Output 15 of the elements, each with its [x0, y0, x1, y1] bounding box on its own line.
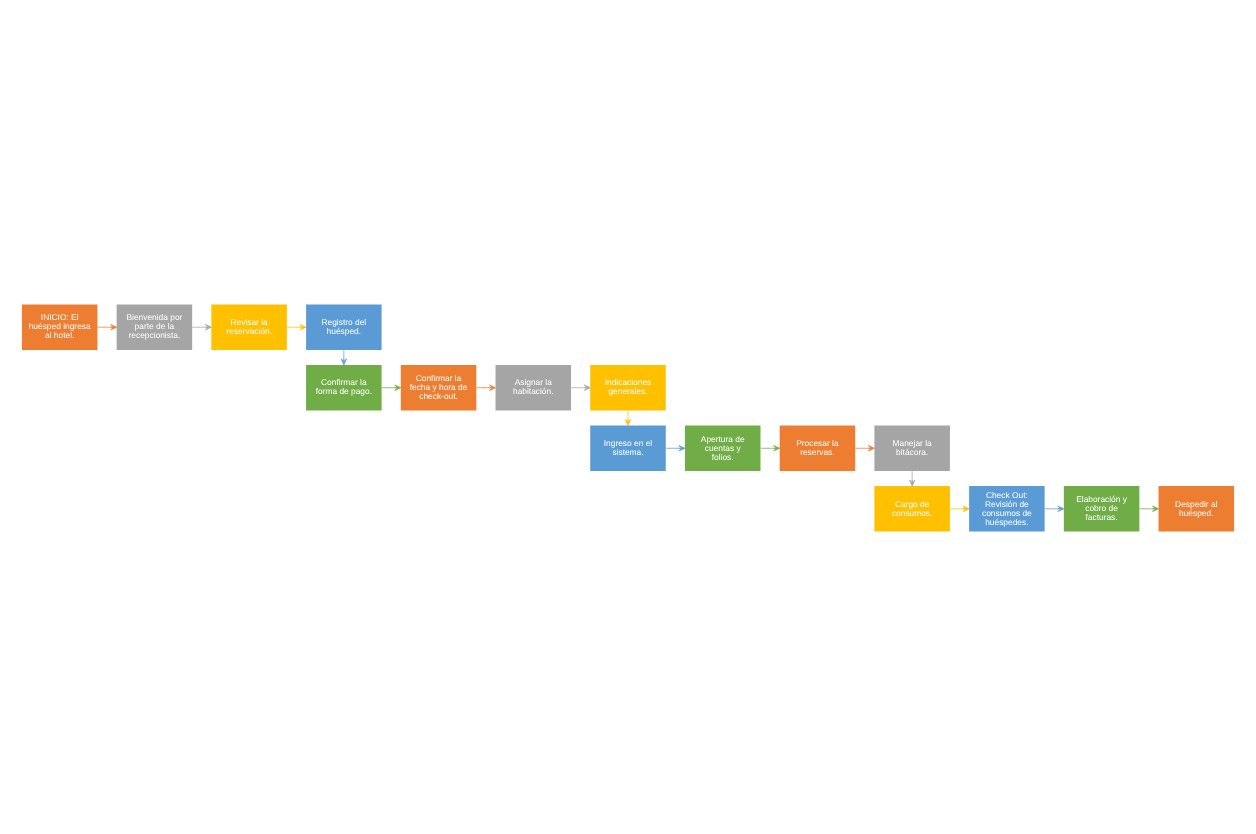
- arrow: [1044, 504, 1065, 511]
- arrow: [381, 383, 402, 390]
- arrow: [192, 323, 212, 330]
- arrow: [949, 504, 970, 511]
- arrow: [286, 323, 307, 330]
- arrow: [855, 444, 875, 451]
- arrow: [570, 383, 591, 390]
- arrow: [476, 383, 496, 390]
- arrow: [624, 409, 632, 425]
- arrow: [760, 444, 780, 451]
- arrow: [97, 323, 117, 330]
- arrow: [665, 444, 686, 451]
- arrow: [909, 469, 916, 486]
- arrow: [1139, 504, 1159, 511]
- arrow: [340, 348, 347, 365]
